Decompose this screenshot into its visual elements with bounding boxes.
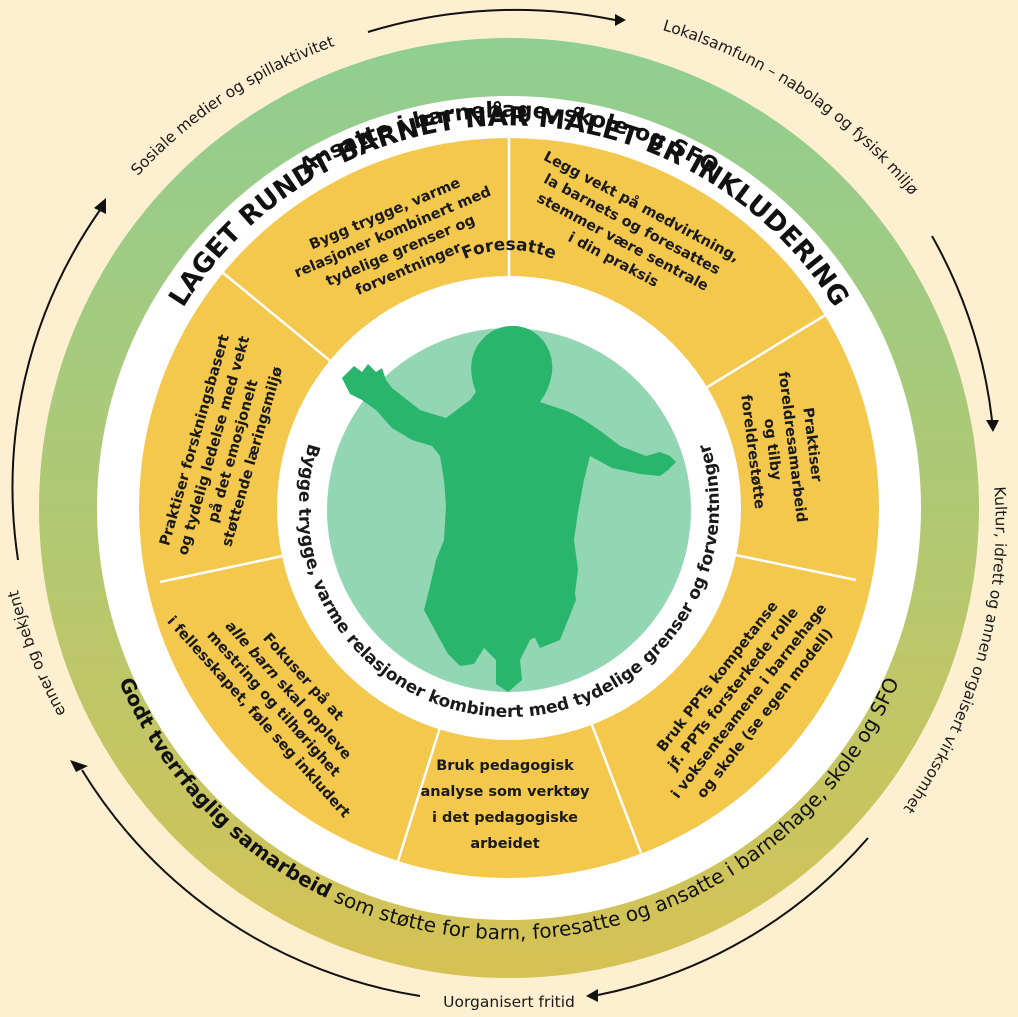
segment-analysis-line: arbeidet: [470, 836, 539, 852]
segment-analysis-line: Bruk pedagogisk: [436, 758, 574, 774]
segment-pedagogical-analysis: Bruk pedagogisk analyse som verktøy i de…: [420, 758, 590, 852]
child-silhouette-icon: [342, 325, 676, 692]
label-unorganized-leisure: Uorganisert fritid: [443, 993, 575, 1011]
segment-analysis-line: i det pedagogiske: [432, 810, 578, 826]
segment-analysis-line: analyse som verktøy: [420, 784, 590, 800]
outer-cycle-arrows: [11, 8, 999, 1002]
segment-parent-line: og tilby: [760, 418, 784, 482]
